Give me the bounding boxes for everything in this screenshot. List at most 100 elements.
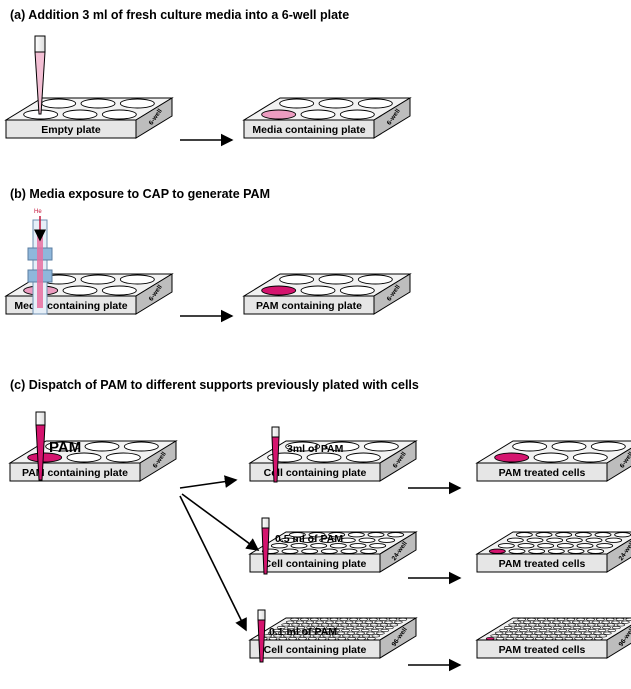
well — [345, 452, 381, 463]
well — [552, 620, 561, 624]
well — [369, 617, 378, 621]
well — [603, 631, 612, 635]
well — [80, 98, 116, 109]
well — [119, 274, 155, 285]
well — [276, 626, 286, 630]
well — [315, 620, 324, 624]
well — [615, 617, 625, 621]
well — [494, 631, 504, 635]
well — [360, 628, 370, 632]
well — [317, 637, 327, 641]
pam-pipette-icon — [35, 411, 46, 481]
well — [335, 620, 344, 624]
well — [376, 631, 385, 635]
well — [508, 623, 517, 627]
well — [306, 626, 315, 630]
well — [556, 617, 566, 621]
well — [349, 543, 367, 549]
well — [279, 537, 297, 543]
well — [310, 543, 328, 549]
filled-well — [485, 637, 495, 641]
well — [602, 626, 611, 630]
well — [319, 537, 337, 543]
well — [369, 623, 379, 627]
well — [578, 634, 588, 638]
well — [288, 637, 297, 641]
well — [509, 628, 518, 632]
well — [302, 634, 312, 638]
well — [556, 543, 574, 549]
well — [301, 623, 310, 627]
well — [526, 537, 544, 543]
well — [300, 109, 336, 120]
arrow-c-to-96well — [179, 495, 247, 632]
filled-well — [494, 452, 530, 463]
well — [101, 285, 137, 296]
well — [542, 620, 551, 624]
well — [41, 98, 77, 109]
well — [360, 548, 378, 554]
well — [345, 626, 355, 630]
well — [559, 634, 568, 638]
well — [316, 626, 325, 630]
well — [515, 637, 524, 641]
well — [517, 543, 535, 549]
well — [582, 626, 592, 630]
well — [544, 631, 553, 635]
well — [596, 543, 614, 549]
well — [370, 628, 380, 632]
plate-label: PAM treated cells — [499, 644, 586, 656]
well — [281, 548, 299, 554]
well — [576, 543, 594, 549]
well — [565, 537, 583, 543]
well — [538, 628, 548, 632]
well — [557, 623, 567, 627]
well — [384, 620, 393, 624]
well — [347, 637, 356, 641]
well — [371, 634, 381, 638]
well — [548, 628, 558, 632]
well — [378, 537, 396, 543]
well — [533, 626, 542, 630]
well — [288, 532, 306, 538]
well — [515, 532, 533, 538]
well — [563, 631, 573, 635]
plate-label: Cell containing plate — [264, 467, 367, 479]
well — [378, 617, 388, 621]
well — [522, 620, 532, 624]
well — [523, 626, 533, 630]
well — [597, 628, 607, 632]
well — [273, 634, 282, 638]
well — [528, 628, 538, 632]
well — [272, 628, 281, 632]
well — [535, 532, 553, 538]
well — [379, 623, 389, 627]
well — [342, 634, 351, 638]
well — [499, 628, 508, 632]
well — [592, 626, 601, 630]
well — [339, 109, 375, 120]
pipette-05ml-icon — [261, 517, 270, 575]
well — [317, 631, 326, 635]
well — [357, 637, 366, 641]
well — [361, 634, 371, 638]
well — [360, 623, 369, 627]
well — [543, 626, 552, 630]
section-b-title: (b) Media exposure to CAP to generate PA… — [10, 187, 270, 201]
well — [347, 532, 365, 538]
pipette-01ml-icon — [257, 609, 266, 663]
well — [337, 637, 347, 641]
well — [268, 637, 278, 641]
well — [549, 634, 558, 638]
well — [562, 620, 571, 624]
well — [612, 626, 621, 630]
well — [374, 620, 383, 624]
well — [564, 637, 574, 641]
well — [567, 548, 585, 554]
well — [553, 626, 562, 630]
well — [339, 285, 375, 296]
